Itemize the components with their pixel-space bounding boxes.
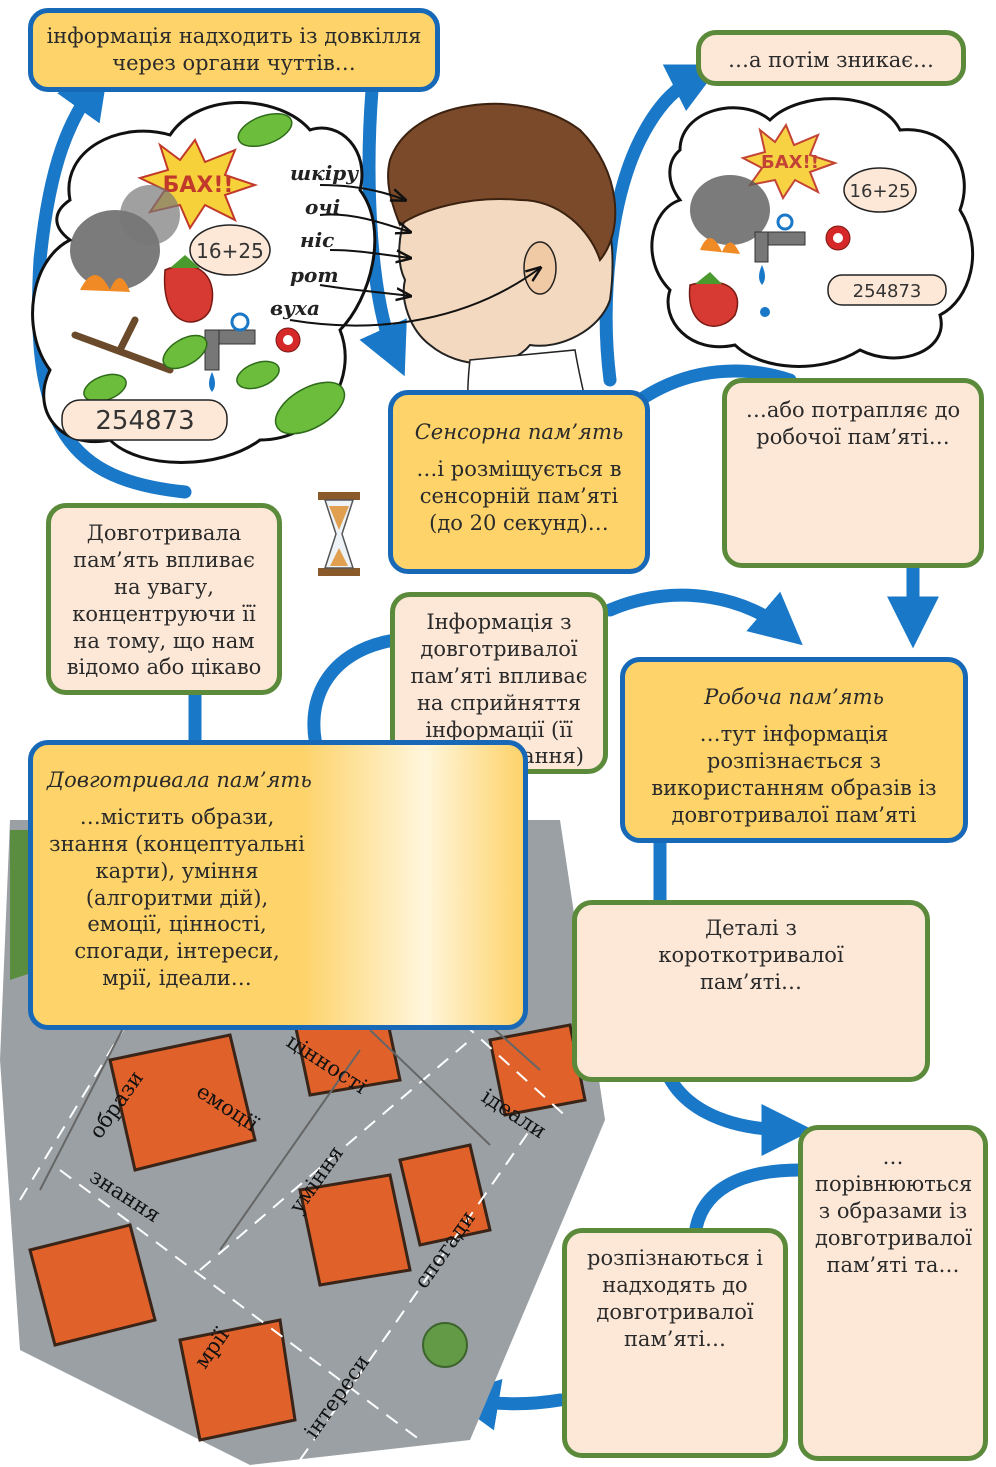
strawberry-icon-right <box>688 272 739 327</box>
flow-arrows <box>32 64 939 1431</box>
hourglass-icon <box>318 492 360 576</box>
compared-box: …порівнюються з образами із довготривало… <box>798 1125 988 1461</box>
to-working-memory-text: …або потрапляє до робочої пам’яті… <box>745 398 961 449</box>
number-label: 254873 <box>95 406 194 436</box>
arrow-to-fades <box>599 64 721 387</box>
lt-attention-box: Довготривала пам’ять впливає на увагу, к… <box>46 503 282 695</box>
bang-label: БАХ!! <box>163 173 234 198</box>
sense-ears-label: вуха <box>270 296 320 320</box>
arrow-compared-to-recognized <box>688 1163 807 1242</box>
branch-icon <box>71 316 174 374</box>
working-memory-box: Робоча пам’ять …тут інформація розпізнає… <box>620 657 968 843</box>
sense-mouth-label: рот <box>290 263 339 287</box>
sum-label: 16+25 <box>196 239 264 263</box>
sensory-memory-box: Сенсорна пам’ять …і розміщується в сенсо… <box>388 390 650 574</box>
faucet-icon <box>204 312 301 392</box>
sense-arrows <box>289 184 540 327</box>
sensory-cloud-right: БАХ!! 16+25 254873 <box>650 97 975 368</box>
bang-burst-faded: БАХ!! <box>740 122 839 201</box>
details-box: Деталі з короткотривалої пам’яті… <box>572 900 930 1082</box>
sensory-memory-text: …і розміщується в сенсорній пам’яті (до … <box>416 456 622 535</box>
lt-attention-text: Довготривала пам’ять впливає на увагу, к… <box>66 521 262 680</box>
longterm-memory-text: …містить образи, знання (концептуальні к… <box>49 804 305 991</box>
sense-eyes-label: очі <box>305 195 340 219</box>
recognized-text: розпізнаються і надходять до довготривал… <box>587 1246 763 1351</box>
input-box: інформація надходить із довкілля через о… <box>28 8 440 92</box>
compared-text: …порівнюються з образами із довготривало… <box>815 1145 973 1277</box>
to-working-memory-box: …або потрапляє до робочої пам’яті… <box>722 378 984 568</box>
recognized-box: розпізнаються і надходять до довготривал… <box>562 1228 788 1458</box>
number-bubble: 254873 <box>61 399 228 441</box>
fire-icon-right <box>700 237 740 254</box>
sense-labels: шкіру очі ніс рот вуха <box>270 161 359 320</box>
sensory-memory-title: Сенсорна пам’ять <box>414 420 624 444</box>
fades-box: …а потім зникає… <box>696 30 966 86</box>
arrow-longterm-to-perception <box>307 633 402 767</box>
arrow-perception-to-working <box>603 588 803 646</box>
sensory-cloud-left: БАХ!! 16+25 <box>31 101 377 464</box>
leaf-icons <box>83 112 346 435</box>
number-bubble-right: 254873 <box>827 274 947 306</box>
smoke-icon-right <box>690 175 770 245</box>
fire-smoke-icon <box>70 185 180 292</box>
working-memory-text: …тут інформація розпізнається з використ… <box>651 721 937 827</box>
working-memory-title: Робоча пам’ять <box>704 685 884 709</box>
strawberry-icon <box>163 255 214 323</box>
longterm-memory-title: Довготривала пам’ять <box>47 768 312 792</box>
arrow-sensory-to-working-a <box>633 364 797 407</box>
longterm-memory-box: Довготривала пам’ять …містить образи, зн… <box>28 740 528 1030</box>
bang-label-right: БАХ!! <box>761 152 819 173</box>
number-label-right: 254873 <box>853 281 922 302</box>
sense-skin-label: шкіру <box>290 161 359 185</box>
sum-label-right: 16+25 <box>850 181 911 202</box>
faucet-icon-right <box>754 213 851 317</box>
math-bubble: 16+25 <box>189 224 271 276</box>
fades-text: …а потім зникає… <box>727 48 935 72</box>
input-text: інформація надходить із довкілля через о… <box>46 24 422 75</box>
math-bubble-right: 16+25 <box>843 167 917 213</box>
sense-nose-label: ніс <box>300 228 334 252</box>
details-text: Деталі з короткотривалої пам’яті… <box>658 916 844 994</box>
